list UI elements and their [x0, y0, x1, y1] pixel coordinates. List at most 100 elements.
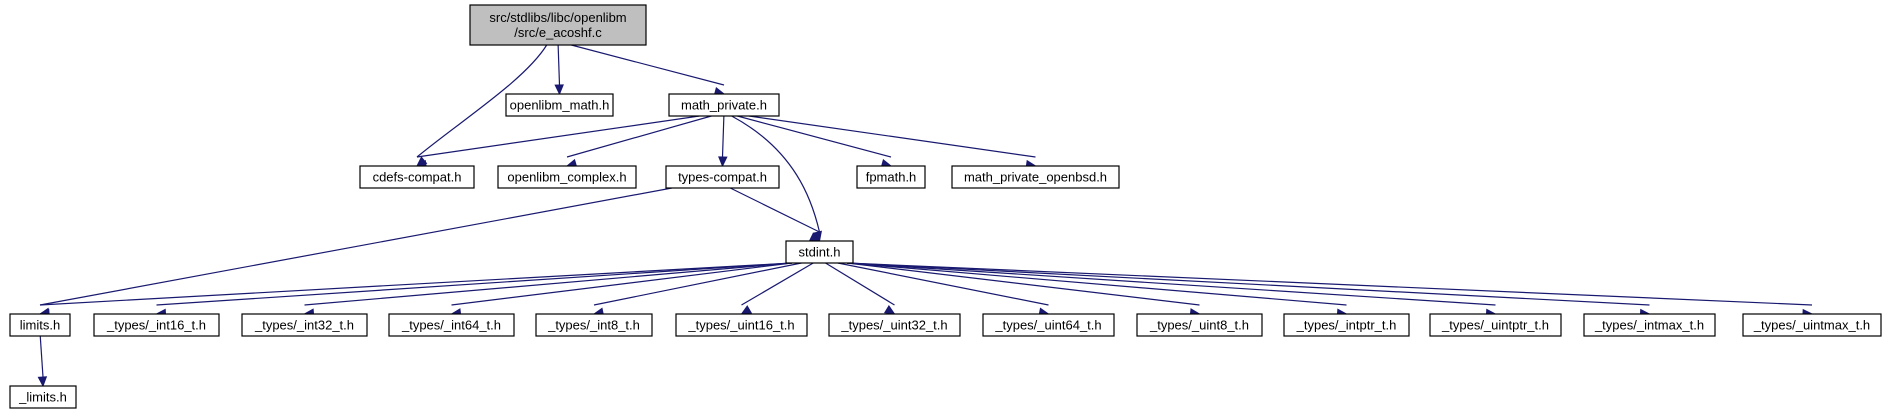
edge-line [571, 44, 725, 86]
node-label: openlibm_math.h [510, 98, 610, 113]
node-box [505, 93, 614, 117]
edge-stdint-to-uint16 [740, 262, 814, 315]
node-box [9, 385, 77, 409]
edge-line [846, 262, 1813, 306]
edge-line [39, 187, 673, 306]
edge-line [846, 262, 1200, 306]
node-box [535, 313, 653, 337]
edge-line [731, 115, 821, 233]
edge-line [304, 262, 793, 306]
node-label: _types/_uint16_t.h [687, 318, 794, 333]
node-box [982, 313, 1115, 337]
node-openlibm-math[interactable]: openlibm_math.h [505, 93, 614, 117]
node-label: _types/_uint64_t.h [994, 318, 1101, 333]
edge-line [729, 187, 820, 233]
edge-stdint-to-uintmax [846, 262, 1814, 319]
node-label: _types/_uintmax_t.h [1753, 318, 1870, 333]
node-box [785, 240, 854, 264]
edge-line [721, 115, 725, 158]
node-box [241, 313, 368, 337]
node-label: _types/_int8_t.h [547, 318, 640, 333]
node-uintmax[interactable]: _types/_uintmax_t.h [1742, 313, 1882, 337]
node-intptr[interactable]: _types/_intptr_t.h [1283, 313, 1410, 337]
node-cdefs-compat[interactable]: cdefs-compat.h [359, 165, 475, 189]
node-label: _limits.h [18, 390, 67, 405]
node-intmax[interactable]: _types/_intmax_t.h [1583, 313, 1716, 337]
node-label: math_private.h [681, 98, 767, 113]
edge-line [39, 335, 44, 378]
node-math-private-openbsd[interactable]: math_private_openbsd.h [951, 165, 1120, 189]
edge-types_compat-to-limits [38, 187, 673, 317]
node-label: _types/_int32_t.h [254, 318, 354, 333]
node-uint32[interactable]: _types/_uint32_t.h [828, 313, 961, 337]
edge-line [566, 115, 712, 158]
node-label: _types/_int64_t.h [401, 318, 501, 333]
node-box [497, 165, 637, 189]
node-label: cdefs-compat.h [373, 170, 462, 185]
edge-line [593, 262, 802, 306]
node-label: _types/_intmax_t.h [1594, 318, 1704, 333]
edge-root-to-openlibm_math [554, 44, 564, 96]
node-label: math_private_openbsd.h [964, 170, 1107, 185]
node-box [93, 313, 220, 337]
node-uintptr[interactable]: _types/_uintptr_t.h [1429, 313, 1562, 337]
node-label: openlibm_complex.h [507, 170, 626, 185]
node-math-private[interactable]: math_private.h [668, 93, 780, 117]
node-label: /src/e_acoshf.c [514, 25, 602, 40]
node-stdint[interactable]: stdint.h [785, 240, 854, 264]
node-limits[interactable]: limits.h [9, 313, 71, 337]
edge-line [741, 262, 814, 306]
node-openlibm-complex[interactable]: openlibm_complex.h [497, 165, 637, 189]
edge-stdint-to-uint32 [825, 262, 896, 315]
edge-line [557, 44, 561, 86]
node-box [1742, 313, 1882, 337]
node-box [1136, 313, 1263, 337]
node-types-compat[interactable]: types-compat.h [665, 165, 780, 189]
edge-line [156, 262, 793, 306]
node-box [469, 4, 647, 46]
edge-math_private-to-math_private_openbsd [748, 115, 1037, 170]
node-box [359, 165, 475, 189]
node-box [9, 313, 71, 337]
node-box [828, 313, 961, 337]
node-label: src/stdlibs/libc/openlibm [489, 10, 626, 25]
edge-limits-to-_limits [37, 335, 48, 388]
node-box [665, 165, 780, 189]
node--limits[interactable]: _limits.h [9, 385, 77, 409]
edge-line [825, 262, 895, 306]
node-uint16[interactable]: _types/_uint16_t.h [675, 313, 808, 337]
edge-arrowhead [554, 84, 564, 96]
node-label: _types/_uint8_t.h [1149, 318, 1249, 333]
node-box [1283, 313, 1410, 337]
node-fpmath[interactable]: fpmath.h [856, 165, 926, 189]
edge-line [416, 44, 548, 158]
node-root[interactable]: src/stdlibs/libc/openlibm/src/e_acoshf.c [469, 4, 647, 46]
node-uint8[interactable]: _types/_uint8_t.h [1136, 313, 1263, 337]
node-label: stdint.h [799, 245, 841, 260]
node-box [388, 313, 515, 337]
edge-line [846, 262, 1650, 306]
edge-arrowhead [740, 305, 753, 315]
edge-arrowhead [718, 156, 728, 168]
node-box [1429, 313, 1562, 337]
node-int32[interactable]: _types/_int32_t.h [241, 313, 368, 337]
node-uint64[interactable]: _types/_uint64_t.h [982, 313, 1115, 337]
edge-line [451, 262, 793, 306]
edge-stdint-to-limits [38, 262, 793, 319]
edge-arrowhead [37, 376, 48, 388]
node-box [675, 313, 808, 337]
edge-line [846, 262, 1496, 306]
edge-line [737, 115, 892, 158]
node-label: limits.h [20, 318, 60, 333]
edges-layer [37, 44, 1814, 388]
node-int8[interactable]: _types/_int8_t.h [535, 313, 653, 337]
node-label: fpmath.h [866, 170, 917, 185]
node-label: types-compat.h [678, 170, 767, 185]
edge-types_compat-to-stdint [729, 187, 821, 242]
edge-math_private-to-types_compat [718, 115, 728, 168]
node-int64[interactable]: _types/_int64_t.h [388, 313, 515, 337]
node-int16[interactable]: _types/_int16_t.h [93, 313, 220, 337]
edge-stdint-to-int64 [450, 262, 793, 318]
edge-math_private-to-fpmath [737, 115, 893, 169]
